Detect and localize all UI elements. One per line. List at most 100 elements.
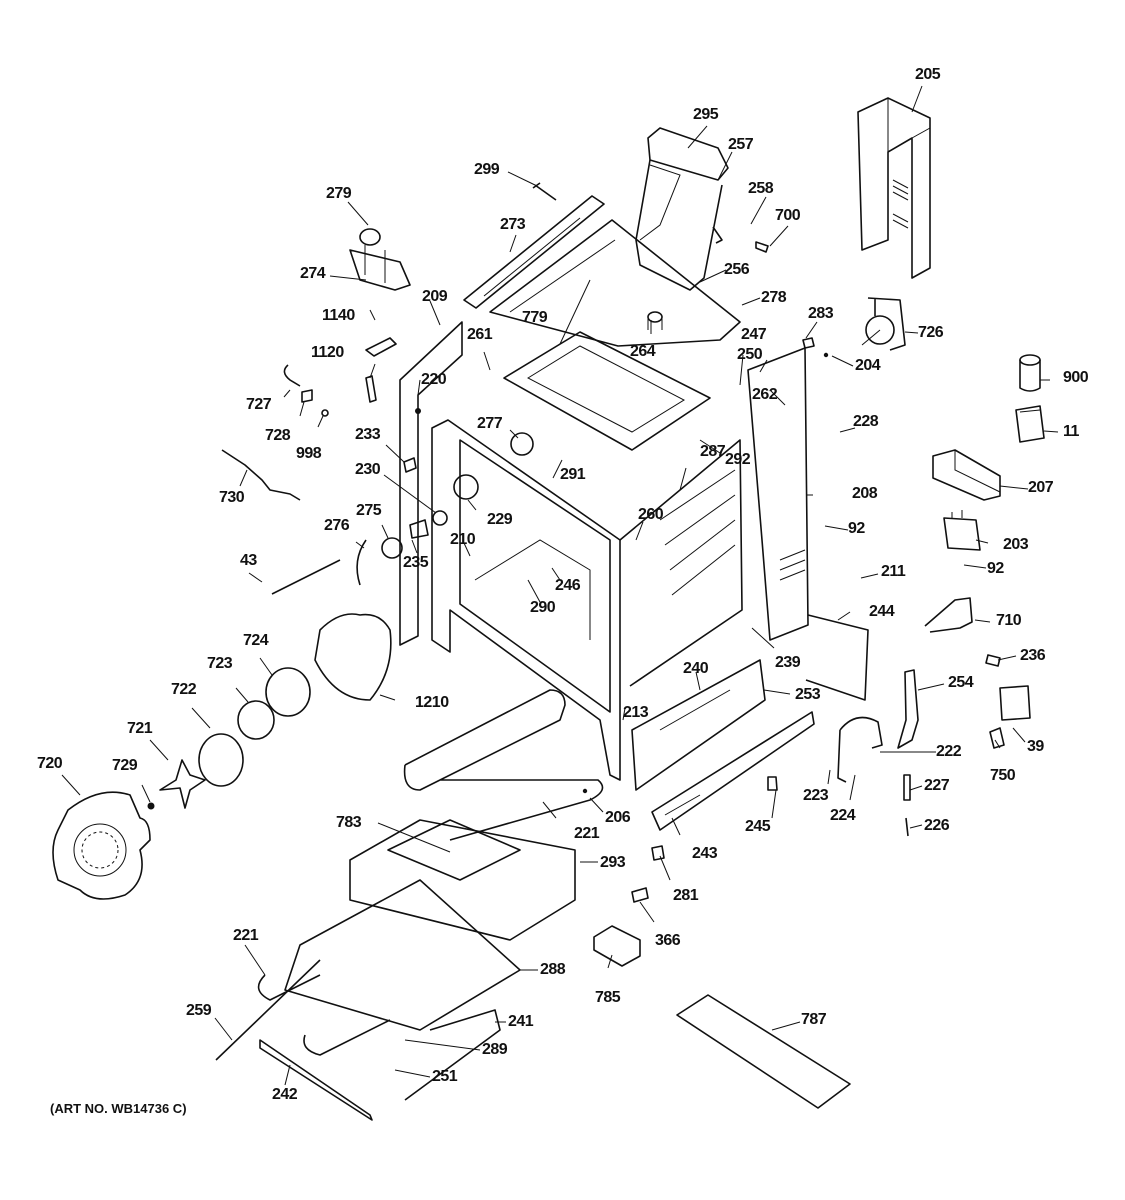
callout-233: 233 xyxy=(355,426,381,443)
callout-299: 299 xyxy=(474,161,500,178)
part-229-gasket xyxy=(453,474,479,500)
callout-206: 206 xyxy=(605,809,631,826)
callout-724: 724 xyxy=(243,632,269,649)
part-258-clip xyxy=(712,226,723,244)
callout-264: 264 xyxy=(630,343,656,360)
callout-779: 779 xyxy=(522,309,548,326)
part-281-connector xyxy=(651,845,665,861)
part-230-receptacle xyxy=(432,510,448,526)
callout-710: 710 xyxy=(996,612,1022,629)
callout-221a: 221 xyxy=(574,825,600,842)
callout-259: 259 xyxy=(186,1002,212,1019)
part-277-gasket xyxy=(510,432,534,456)
part-275-lamp xyxy=(381,537,403,559)
part-722-plate xyxy=(198,733,244,787)
callout-720: 720 xyxy=(37,755,63,772)
part-205-side-trim xyxy=(857,97,931,279)
callout-998: 998 xyxy=(296,445,322,462)
part-243-control-rail xyxy=(651,711,815,831)
art-number: (ART NO. WB14736 C) xyxy=(50,1101,187,1116)
callout-723: 723 xyxy=(207,655,233,672)
callout-239: 239 xyxy=(775,654,801,671)
part-245-knob xyxy=(767,776,778,791)
callout-275: 275 xyxy=(356,502,382,519)
callout-92a: 92 xyxy=(848,520,865,537)
part-366-connector xyxy=(631,887,649,903)
callout-204: 204 xyxy=(855,357,881,374)
callout-783: 783 xyxy=(336,814,362,831)
callout-726: 726 xyxy=(918,324,944,341)
callout-281: 281 xyxy=(673,887,699,904)
part-227-spring xyxy=(903,774,911,801)
callout-235: 235 xyxy=(403,554,429,571)
callout-277: 277 xyxy=(477,415,503,432)
callout-209: 209 xyxy=(422,288,448,305)
part-295-vent-duct xyxy=(635,127,729,291)
callout-220: 220 xyxy=(421,371,447,388)
callout-230: 230 xyxy=(355,461,381,478)
callout-276: 276 xyxy=(324,517,350,534)
callout-291: 291 xyxy=(560,466,586,483)
part-726-fan-motor xyxy=(861,297,906,351)
part-785-block xyxy=(593,925,641,967)
part-288-bottom-panel xyxy=(284,879,521,1031)
callout-223: 223 xyxy=(803,787,829,804)
part-700-fastener xyxy=(755,241,769,253)
part-1210-convection-element xyxy=(314,613,392,701)
callout-729: 729 xyxy=(112,757,138,774)
part-233-bracket xyxy=(403,457,417,473)
part-11-relay xyxy=(1015,405,1045,443)
callout-11: 11 xyxy=(1063,423,1079,440)
part-787-cover xyxy=(676,994,851,1109)
callout-279: 279 xyxy=(326,185,352,202)
callout-246: 246 xyxy=(555,577,581,594)
part-226-link xyxy=(905,817,909,837)
callout-210: 210 xyxy=(450,531,476,548)
callout-250: 250 xyxy=(737,346,763,363)
callout-290: 290 xyxy=(530,599,556,616)
callout-254: 254 xyxy=(948,674,974,691)
callout-287: 287 xyxy=(700,443,726,460)
callout-251: 251 xyxy=(432,1068,458,1085)
callout-1140: 1140 xyxy=(322,307,355,324)
callout-295: 295 xyxy=(693,106,719,123)
callout-283: 283 xyxy=(808,305,834,322)
part-299-screw xyxy=(532,182,557,201)
callout-260: 260 xyxy=(638,506,664,523)
callout-293: 293 xyxy=(600,854,626,871)
part-235-socket xyxy=(409,519,429,539)
callout-208: 208 xyxy=(852,485,878,502)
part-279-lock-motor xyxy=(349,228,411,291)
part-221-broil-element xyxy=(403,689,604,841)
callout-273: 273 xyxy=(500,216,526,233)
part-208-back-panel xyxy=(747,347,809,641)
part-220-plug xyxy=(415,408,421,414)
leader-lines xyxy=(61,85,1059,1086)
part-43-igniter xyxy=(271,559,341,595)
part-242-drawer-rail xyxy=(259,1039,373,1121)
callout-245: 245 xyxy=(745,818,771,835)
callout-213: 213 xyxy=(623,704,649,721)
callout-221b: 221 xyxy=(233,927,259,944)
callout-226: 226 xyxy=(924,817,950,834)
callout-750: 750 xyxy=(990,767,1016,784)
callout-205: 205 xyxy=(915,66,941,83)
part-710-bracket xyxy=(924,597,973,633)
callout-43: 43 xyxy=(240,552,257,569)
part-207-bracket xyxy=(932,449,1001,501)
part-259-tube xyxy=(215,959,321,1061)
callout-722: 722 xyxy=(171,681,197,698)
part-203-switch xyxy=(943,510,981,551)
callout-242: 242 xyxy=(272,1086,298,1103)
part-721-fan-blade xyxy=(159,759,206,809)
callout-39: 39 xyxy=(1027,738,1044,755)
callout-257: 257 xyxy=(728,136,754,153)
part-283-switch xyxy=(802,337,815,349)
callout-730: 730 xyxy=(219,489,245,506)
part-783-element-cover xyxy=(387,819,521,881)
part-1140-clip xyxy=(365,337,397,357)
part-221-bake-element xyxy=(257,974,391,1056)
callout-229: 229 xyxy=(487,511,513,528)
